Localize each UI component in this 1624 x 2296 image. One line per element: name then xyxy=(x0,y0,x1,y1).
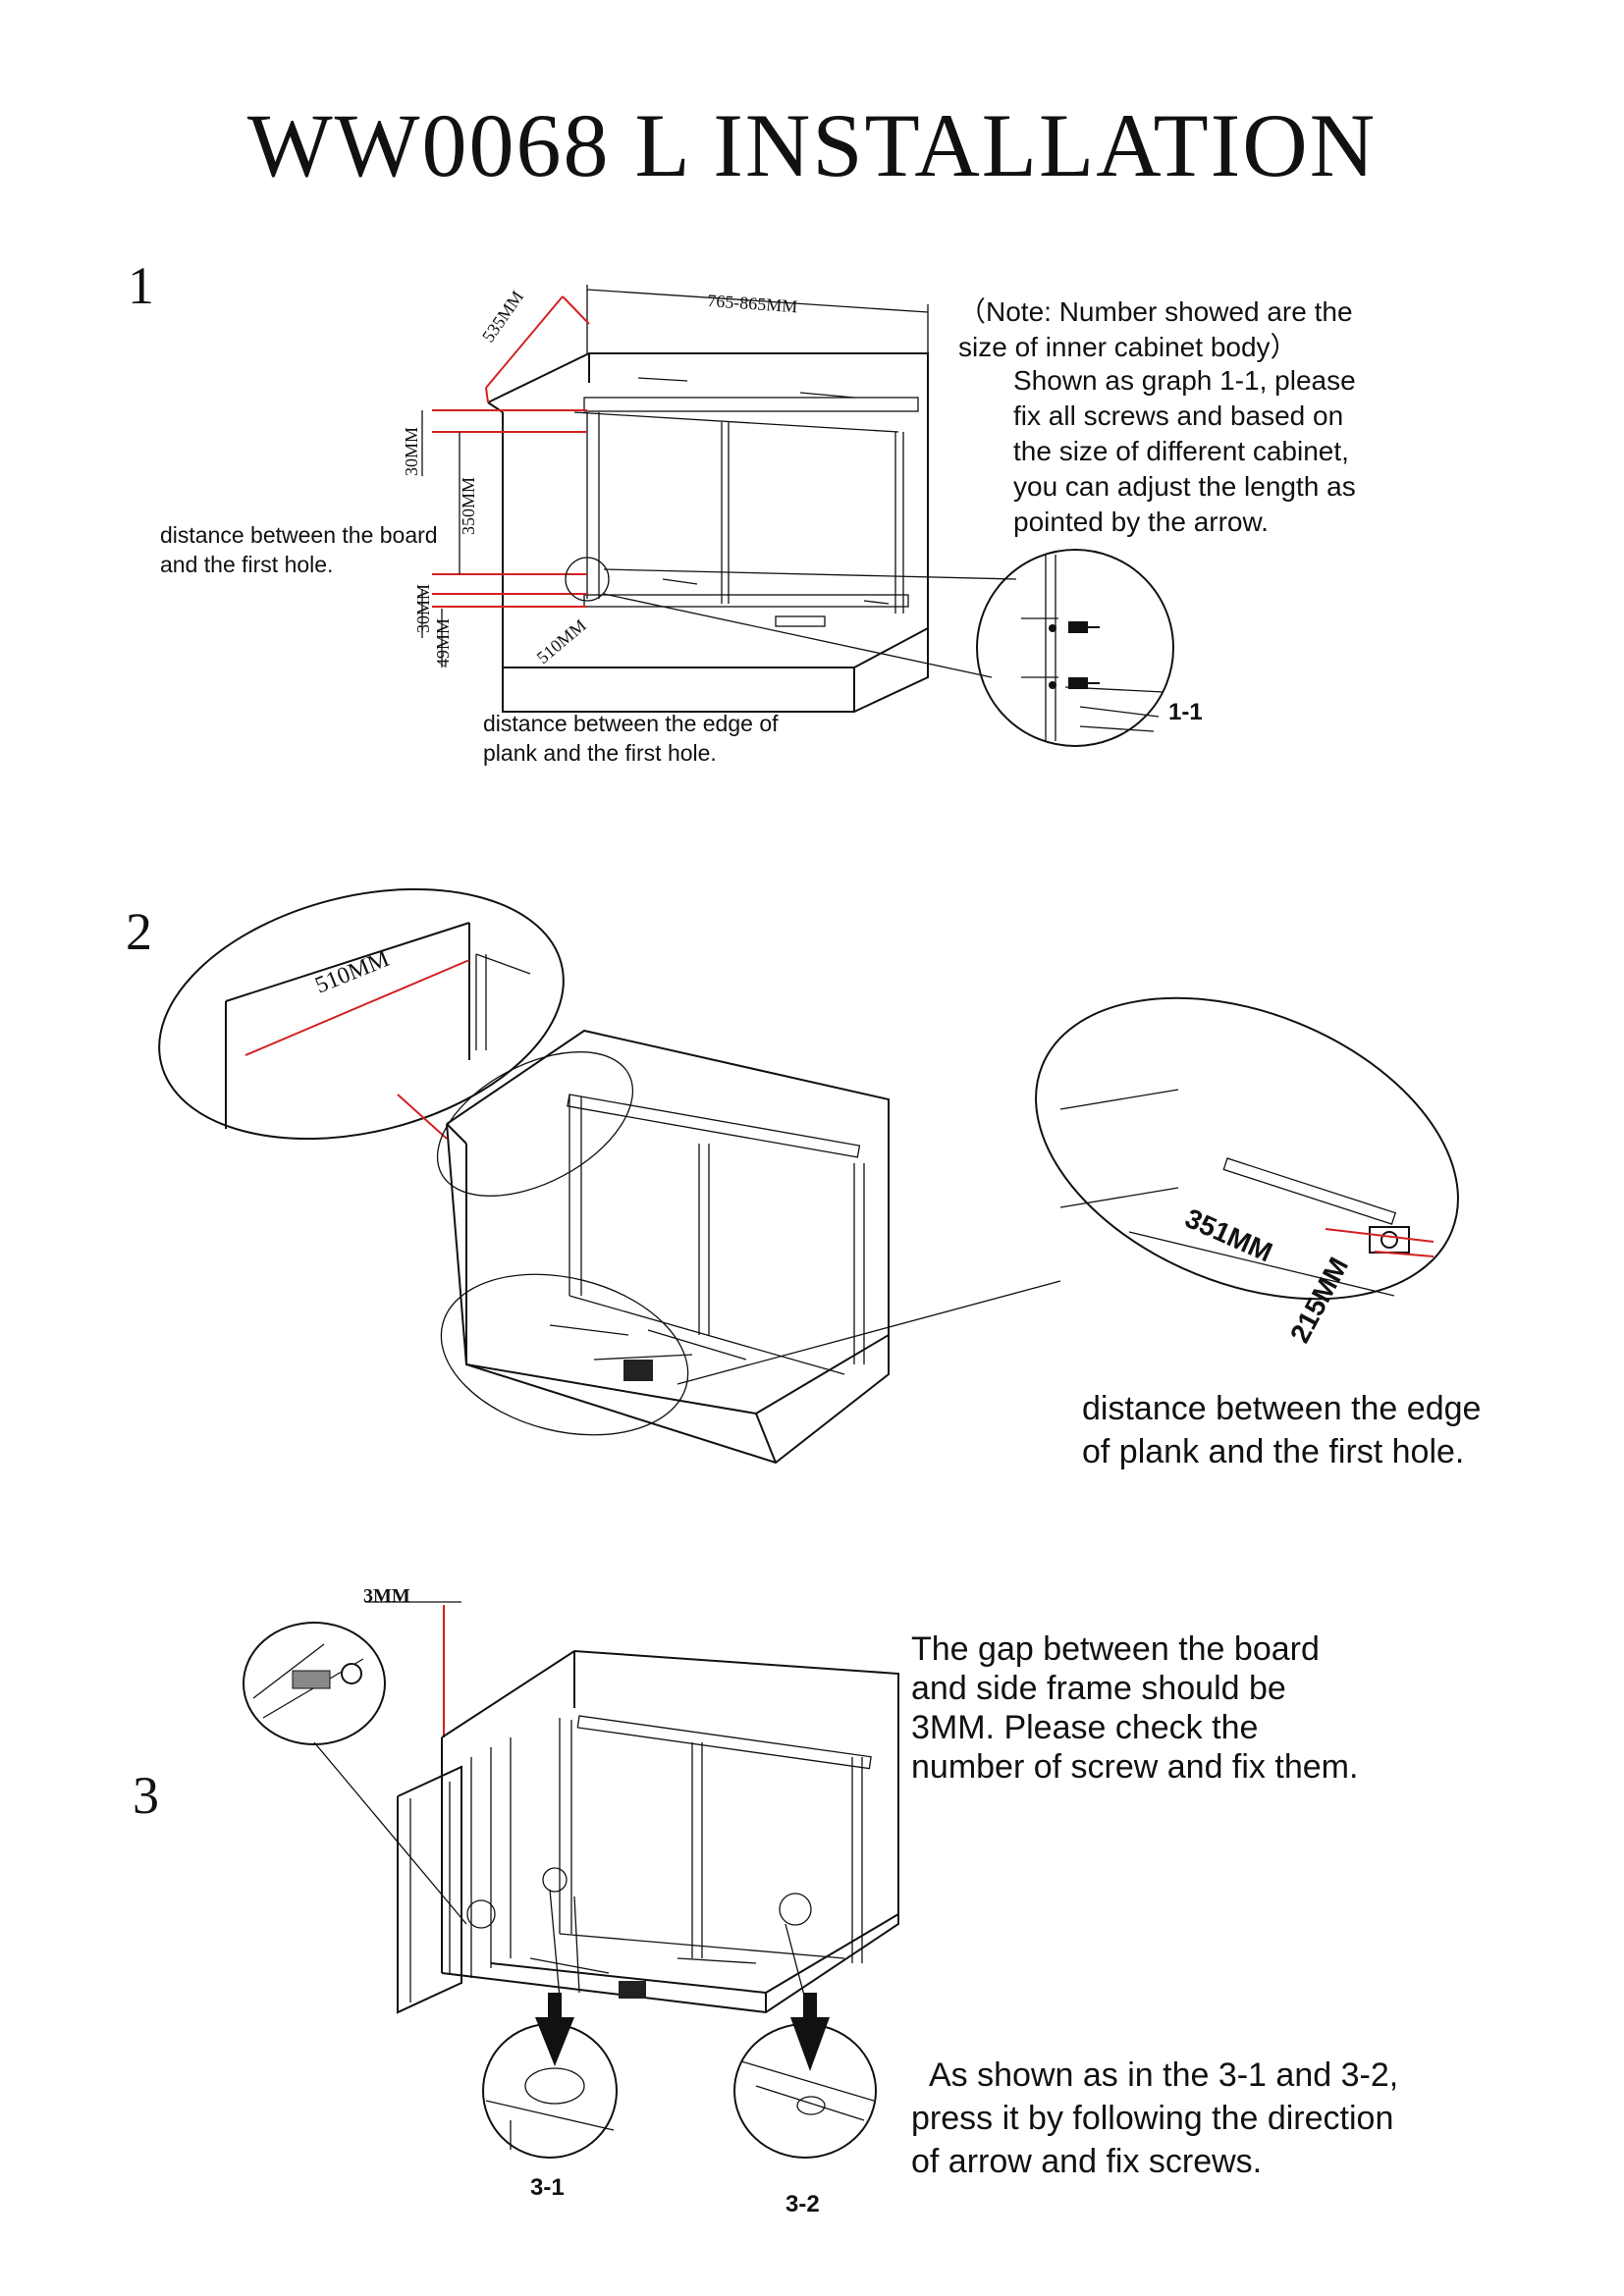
text-line: of arrow and fix screws. xyxy=(911,2143,1263,2180)
instruction-line: Shown as graph 1-1, please xyxy=(1013,365,1356,396)
dim-215: 215MM xyxy=(1284,1253,1354,1348)
step-2-drawing: 510MM 351MM 215MM xyxy=(158,887,1459,1465)
text-line: As shown as in the 3-1 and 3-2, xyxy=(929,2056,1399,2094)
label-line: and the first hole. xyxy=(160,552,334,577)
label-line: distance between the board xyxy=(160,522,438,548)
label-board-distance: distance between the board and the first… xyxy=(160,520,438,579)
text-line: 3MM. Please check the xyxy=(911,1709,1259,1746)
step-3-number: 3 xyxy=(133,1766,159,1825)
dim-30-bottom: 30MM xyxy=(413,584,433,633)
dim-350: 350MM xyxy=(459,477,478,535)
step-3-text-1: The gap between the board and side frame… xyxy=(911,1629,1358,1787)
step-2-text: distance between the edge of plank and t… xyxy=(1082,1387,1481,1473)
step-1-instructions: Shown as graph 1-1, please fix all screw… xyxy=(1013,363,1356,540)
dim-depth: 535MM xyxy=(478,287,527,346)
text-line: of plank and the first hole. xyxy=(1082,1433,1465,1470)
instruction-line: you can adjust the length as xyxy=(1013,471,1356,502)
note-line: size of inner cabinet body） xyxy=(958,332,1298,362)
dim-30-top: 30MM xyxy=(402,427,421,476)
text-line: distance between the edge xyxy=(1082,1390,1482,1427)
note-line: （Note: Number showed are the xyxy=(958,296,1353,327)
step-3-text-2: As shown as in the 3-1 and 3-2, press it… xyxy=(911,2054,1398,2183)
step-1-number: 1 xyxy=(128,256,154,315)
instruction-line: the size of different cabinet, xyxy=(1013,436,1349,466)
step-1-note: （Note: Number showed are the size of inn… xyxy=(958,294,1353,365)
figure-label-3-2: 3-2 xyxy=(785,2191,820,2217)
instruction-line: pointed by the arrow. xyxy=(1013,507,1269,537)
step-3-drawing xyxy=(243,1601,899,2159)
text-line: press it by following the direction xyxy=(911,2100,1394,2137)
dim-width: 765-865MM xyxy=(707,291,798,316)
label-line: plank and the first hole. xyxy=(483,740,717,766)
text-line: and side frame should be xyxy=(911,1670,1286,1707)
dim-510-step2: 510MM xyxy=(312,946,394,999)
figure-label-1-1: 1-1 xyxy=(1168,699,1203,725)
step-1-drawing: 765-865MM 535MM 30MM 350MM 30MM 49MM 510… xyxy=(402,285,1174,747)
label-line: distance between the edge of xyxy=(483,711,779,736)
figure-label-3-1: 3-1 xyxy=(530,2174,565,2201)
step-2-number: 2 xyxy=(126,902,152,961)
dim-510: 510MM xyxy=(533,615,590,667)
text-line: The gap between the board xyxy=(911,1630,1320,1668)
instruction-line: fix all screws and based on xyxy=(1013,400,1344,431)
dim-49: 49MM xyxy=(433,618,453,667)
text-line: number of screw and fix them. xyxy=(911,1748,1359,1786)
dim-351: 351MM xyxy=(1181,1202,1277,1267)
page-title: WW0068 L INSTALLATION xyxy=(246,95,1378,195)
label-plank-distance: distance between the edge of plank and t… xyxy=(483,709,779,768)
gap-label: 3MM xyxy=(363,1585,410,1607)
